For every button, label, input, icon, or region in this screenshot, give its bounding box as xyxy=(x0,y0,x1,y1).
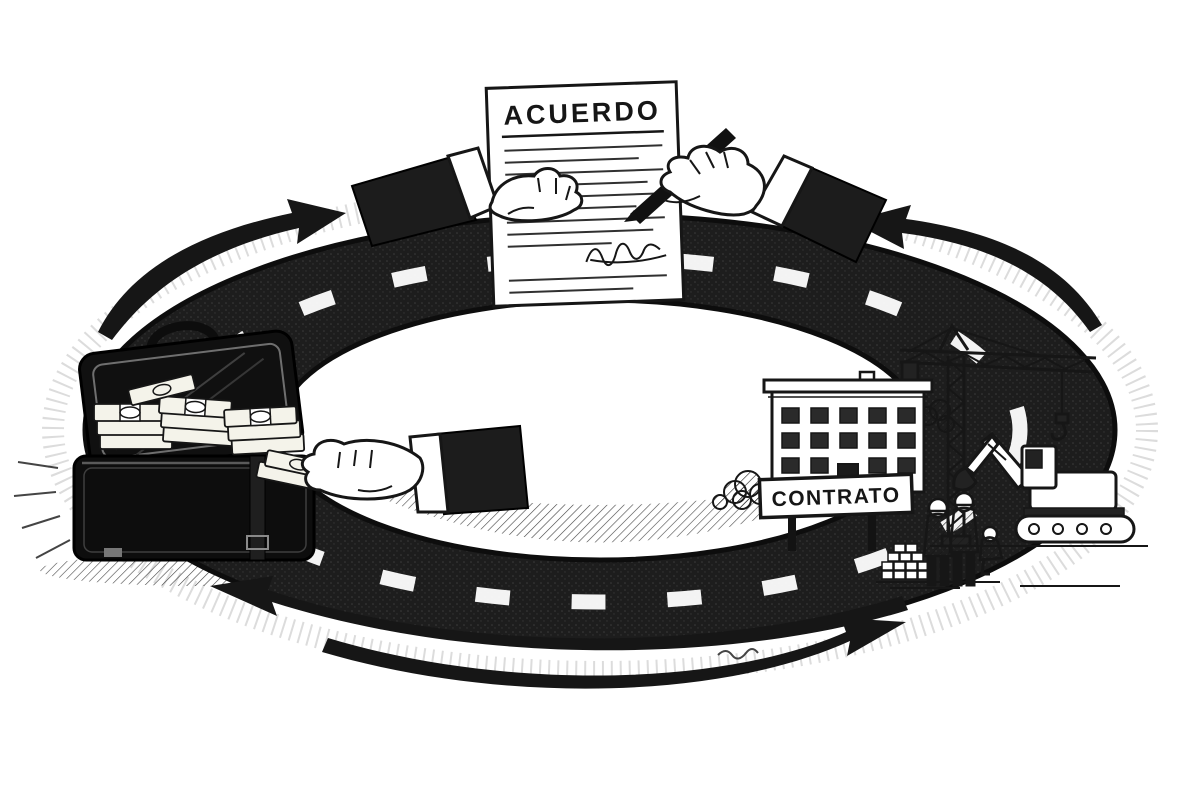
excavator xyxy=(952,431,1136,544)
contract-sign-board xyxy=(757,472,915,520)
briefcase-buckle xyxy=(246,535,269,550)
briefcase-base xyxy=(72,454,316,562)
money-hand-finger-lines xyxy=(337,449,393,493)
left-hand xyxy=(350,146,584,248)
worker-standing-2 xyxy=(948,491,980,587)
construction-site: CONTRATO xyxy=(712,323,1148,589)
excavator-tracks xyxy=(1014,514,1136,544)
agreement-document: ACUERDO xyxy=(484,80,686,308)
worker-standing-1 xyxy=(922,497,954,587)
money-hand xyxy=(255,424,530,516)
briefcase-handle xyxy=(146,321,219,348)
arrow-bottom-right xyxy=(322,618,906,689)
loose-bill xyxy=(127,373,197,407)
arrow-top-left xyxy=(98,199,346,340)
signature-scribble xyxy=(585,242,667,266)
left-hand-finger-lines xyxy=(507,177,571,215)
excavator-cab-window xyxy=(1025,449,1043,469)
bottom-scribble xyxy=(717,648,759,660)
crane xyxy=(899,323,1097,548)
right-hand-finger-lines xyxy=(663,151,729,204)
building-cornice xyxy=(762,378,934,394)
crane-hook xyxy=(1050,422,1067,441)
crane-counterweight xyxy=(900,360,920,382)
construction-workers xyxy=(922,491,1004,587)
sign-post-right xyxy=(868,513,876,551)
money-stack xyxy=(158,395,237,448)
sign-post-left xyxy=(788,513,796,551)
briefcase-money xyxy=(72,321,530,562)
crane-hook-block xyxy=(1054,412,1070,425)
worker-crouching xyxy=(978,525,1004,576)
ground-shading-left xyxy=(13,461,71,559)
road-inner-shadow xyxy=(320,470,880,543)
briefcase-latch xyxy=(104,548,122,557)
pen-nib xyxy=(624,210,640,222)
left-hand-sleeve xyxy=(350,156,478,248)
brick-pile xyxy=(881,543,930,580)
left-hand-shape xyxy=(488,167,584,223)
excavator-bucket xyxy=(952,466,978,492)
money-stack xyxy=(93,403,173,450)
money-stacks xyxy=(93,373,306,456)
circular-road xyxy=(85,215,1115,645)
agreement-scene: ACUERDO xyxy=(350,80,888,308)
money-hand-shape xyxy=(300,438,425,501)
briefcase-strap xyxy=(249,455,266,561)
right-hand xyxy=(624,128,888,264)
building-windows xyxy=(781,407,916,474)
contract-sign-text: CONTRATO xyxy=(771,484,901,511)
document-title: ACUERDO xyxy=(503,95,661,130)
money-hand-sleeve xyxy=(434,424,530,516)
right-hand-shape xyxy=(659,144,766,217)
money-stack xyxy=(223,405,306,456)
contract-sign: CONTRATO xyxy=(757,472,915,551)
arrow-bottom-left xyxy=(210,576,908,651)
road-halo xyxy=(42,177,1158,683)
